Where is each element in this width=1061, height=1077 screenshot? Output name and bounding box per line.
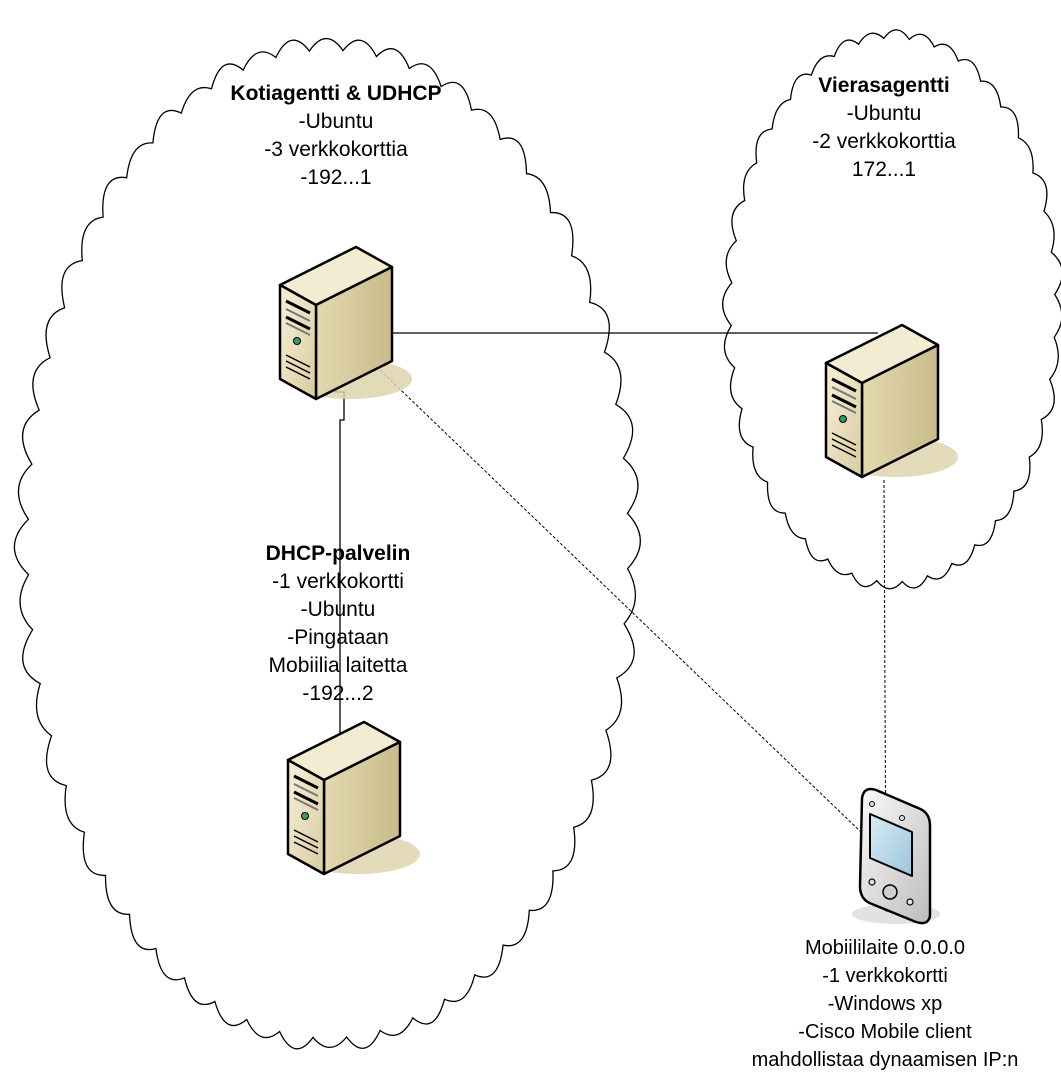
cloud-icon (722, 29, 1061, 590)
dhcp-server-line: -Pingataan (287, 626, 389, 649)
mobile-device-line: Mobiililaite 0.0.0.0 (804, 937, 966, 959)
mobile-device-line: -Windows xp (827, 993, 943, 1015)
foreign-agent-line: 172...1 (851, 158, 917, 181)
dhcp-server-line: -Ubuntu (300, 598, 376, 621)
home-agent-line: -192...1 (300, 166, 372, 189)
mobile-device-line: -Cisco Mobile client (798, 1021, 972, 1043)
home-agent-title: Kotiagentti & UDHCP (230, 82, 442, 105)
dhcp-server-line: -1 verkkokortti (272, 570, 404, 593)
dhcp-server-line: Mobiilia laitetta (268, 654, 408, 677)
pda-icon (852, 787, 940, 925)
home-agent-line: -3 verkkokorttia (264, 138, 408, 161)
mobile-device-label: Mobiililaite 0.0.0.0 -1 verkkokortti -Wi… (712, 934, 1058, 1074)
mobile-device-line: -1 verkkokortti (822, 965, 948, 987)
mobile-device-line: mahdollistaa dynaamisen IP:n (751, 1049, 1019, 1071)
cloud-icon (13, 37, 641, 1050)
foreign-agent-line: -2 verkkokorttia (812, 130, 956, 153)
foreign-agent-line: -Ubuntu (846, 102, 922, 125)
foreign-agent-title: Vierasagentti (818, 74, 950, 97)
dhcp-server-label: DHCP-palvelin -1 verkkokortti -Ubuntu -P… (218, 540, 458, 708)
dhcp-server-title: DHCP-palvelin (265, 542, 411, 565)
dhcp-server-line: -192...2 (302, 682, 374, 705)
foreign-agent-label: Vierasagentti -Ubuntu -2 verkkokorttia 1… (784, 72, 984, 184)
home-agent-label: Kotiagentti & UDHCP -Ubuntu -3 verkkokor… (186, 80, 486, 192)
home-agent-line: -Ubuntu (298, 110, 374, 133)
